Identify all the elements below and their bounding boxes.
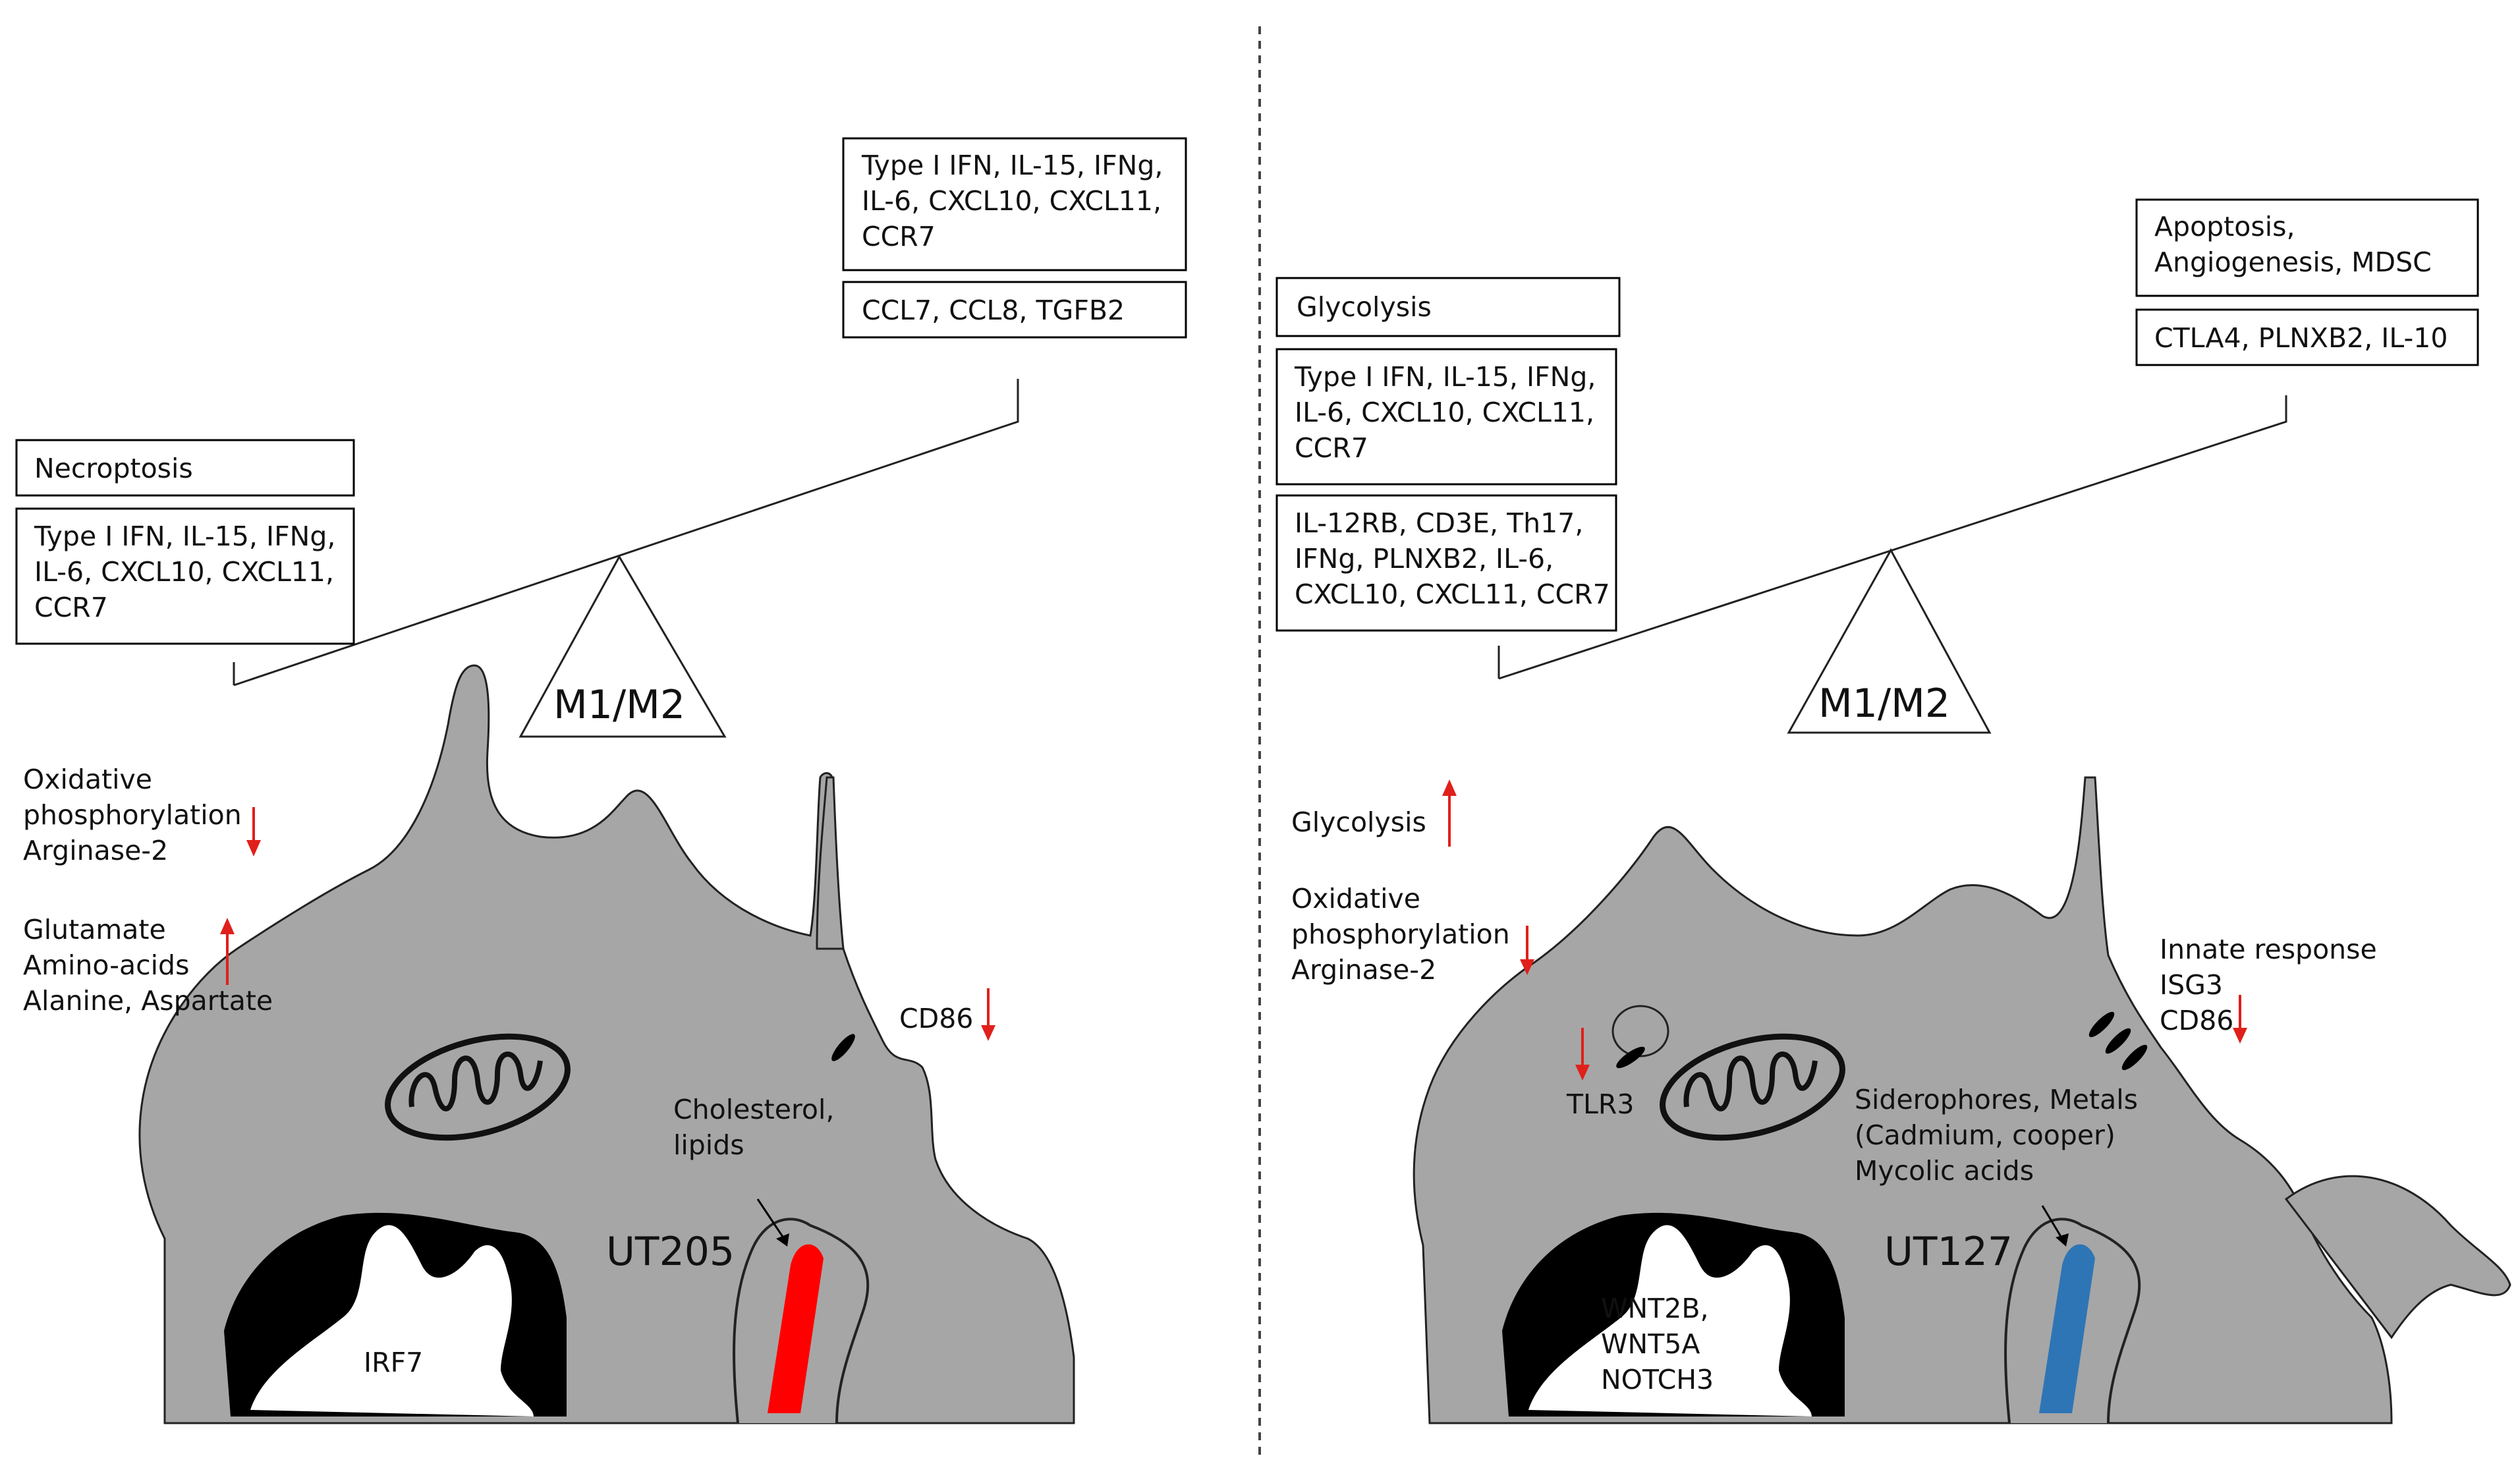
- right-nucleus-inner: [1528, 1225, 1812, 1417]
- right-siderophores-pointer-head: [2056, 1233, 2069, 1247]
- right-receptor-1-icon: [2088, 1011, 2115, 1038]
- left-mitochondrion-icon: [385, 1033, 571, 1141]
- left-cholesterol-pointer: [756, 1198, 785, 1239]
- right-cd86-down-arrowhead: [2233, 1028, 2247, 1044]
- right-glycolysis-box-label: Glycolysis: [1297, 291, 1432, 323]
- left-necroptosis-label: Necroptosis: [34, 453, 193, 484]
- right-cytokine-box-low: [1275, 494, 1617, 632]
- right-nucleus-label: WNT2B, WNT5A NOTCH3: [1601, 1293, 1718, 1395]
- right-cell-protrusion: [2284, 1175, 2511, 1339]
- left-cd86-label: CD86: [899, 1003, 973, 1034]
- right-apoptosis-box: [2135, 198, 2479, 297]
- right-receptor-3-icon: [2121, 1044, 2148, 1071]
- right-ctla4-box: [2135, 308, 2479, 366]
- right-siderophores-pointer: [2041, 1205, 2063, 1239]
- right-bacterium: [2039, 1244, 2095, 1413]
- right-siderophores-label: Siderophores, Metals (Cadmium, cooper) M…: [1855, 1084, 2146, 1187]
- right-receptor-2-icon: [2105, 1028, 2131, 1054]
- right-glycolysis-box: [1275, 277, 1621, 337]
- left-amino-up-arrowhead: [220, 918, 235, 934]
- right-strain-label: UT127: [1884, 1229, 2013, 1275]
- left-ccl-label: CCL7, CCL8, TGFB2: [862, 295, 1125, 326]
- right-apoptosis-text: Apoptosis, Angiogenesis, MDSC: [2154, 211, 2432, 278]
- left-nucleus-label: IRF7: [364, 1347, 423, 1378]
- right-oxphos-down-arrowhead: [1520, 959, 1534, 975]
- right-cytokine-low-text: IL-12RB, CD3E, Th17, IFNg, PLNXB2, IL-6,…: [1295, 507, 1610, 610]
- left-cytokine-box-high: [842, 137, 1187, 271]
- right-cytokine-mid-text: Type I IFN, IL-15, IFNg, IL-6, CXCL10, C…: [1294, 361, 1604, 464]
- left-cytokine-high-text: Type I IFN, IL-15, IFNg, IL-6, CXCL10, C…: [861, 150, 1171, 252]
- left-cd86-down-arrowhead: [981, 1025, 995, 1041]
- left-panel: IRF7 UT205 Cholesterol, lipids M1/M2 Nec…: [15, 137, 1187, 1424]
- left-mitochondrion-cristae: [408, 1052, 543, 1111]
- right-panel: WNT2B, WNT5A NOTCH3 TLR3 UT127 Sideropho…: [1275, 198, 2511, 1424]
- left-necroptosis-box: [15, 439, 355, 497]
- left-nucleus-inner: [250, 1225, 534, 1417]
- right-glycolysis-label: Glycolysis: [1291, 806, 1426, 838]
- right-mitochondrion-icon: [1660, 1033, 1845, 1141]
- right-innate-label: Innate response ISG3 CD86: [2160, 934, 2386, 1036]
- right-fulcrum-label: M1/M2: [1818, 681, 1950, 727]
- left-oxphos-down-arrowhead: [246, 840, 261, 856]
- left-cholesterol-label: Cholesterol, lipids: [673, 1094, 843, 1161]
- left-cell-spike: [816, 776, 845, 950]
- right-ctla4-label: CTLA4, PLNXB2, IL-10: [2154, 322, 2448, 354]
- left-fulcrum: [518, 554, 727, 738]
- left-cytokine-box-low: [15, 507, 355, 645]
- right-endosome: [1611, 1005, 1669, 1057]
- right-fulcrum: [1787, 548, 1992, 734]
- right-oxphos-label: Oxidative phosphorylation Arginase-2: [1291, 883, 1519, 986]
- right-cytokine-box-mid: [1275, 348, 1617, 486]
- left-amino-label: Glutamate Amino-acids Alanine, Aspartate: [23, 914, 273, 1017]
- left-fulcrum-label: M1/M2: [553, 682, 685, 728]
- right-tlr3-down-arrowhead: [1575, 1065, 1590, 1081]
- left-cd86-receptor-icon: [831, 1034, 855, 1061]
- left-bacterium: [768, 1244, 824, 1413]
- left-strain-label: UT205: [606, 1229, 735, 1275]
- right-tlr3-label: TLR3: [1566, 1088, 1634, 1120]
- right-tlr3-receptor-icon: [1616, 1046, 1645, 1069]
- left-ccl-box: [842, 281, 1187, 339]
- right-balance-beam: [1498, 395, 2287, 680]
- right-mitochondrion-cristae: [1683, 1052, 1818, 1111]
- left-oxphos-label: Oxidative phosphorylation Arginase-2: [23, 764, 250, 866]
- left-cytokine-low-text: Type I IFN, IL-15, IFNg, IL-6, CXCL10, C…: [34, 520, 344, 623]
- right-glycolysis-up-arrowhead: [1442, 779, 1457, 796]
- left-cholesterol-pointer-head: [776, 1233, 789, 1247]
- left-balance-beam: [233, 379, 1019, 687]
